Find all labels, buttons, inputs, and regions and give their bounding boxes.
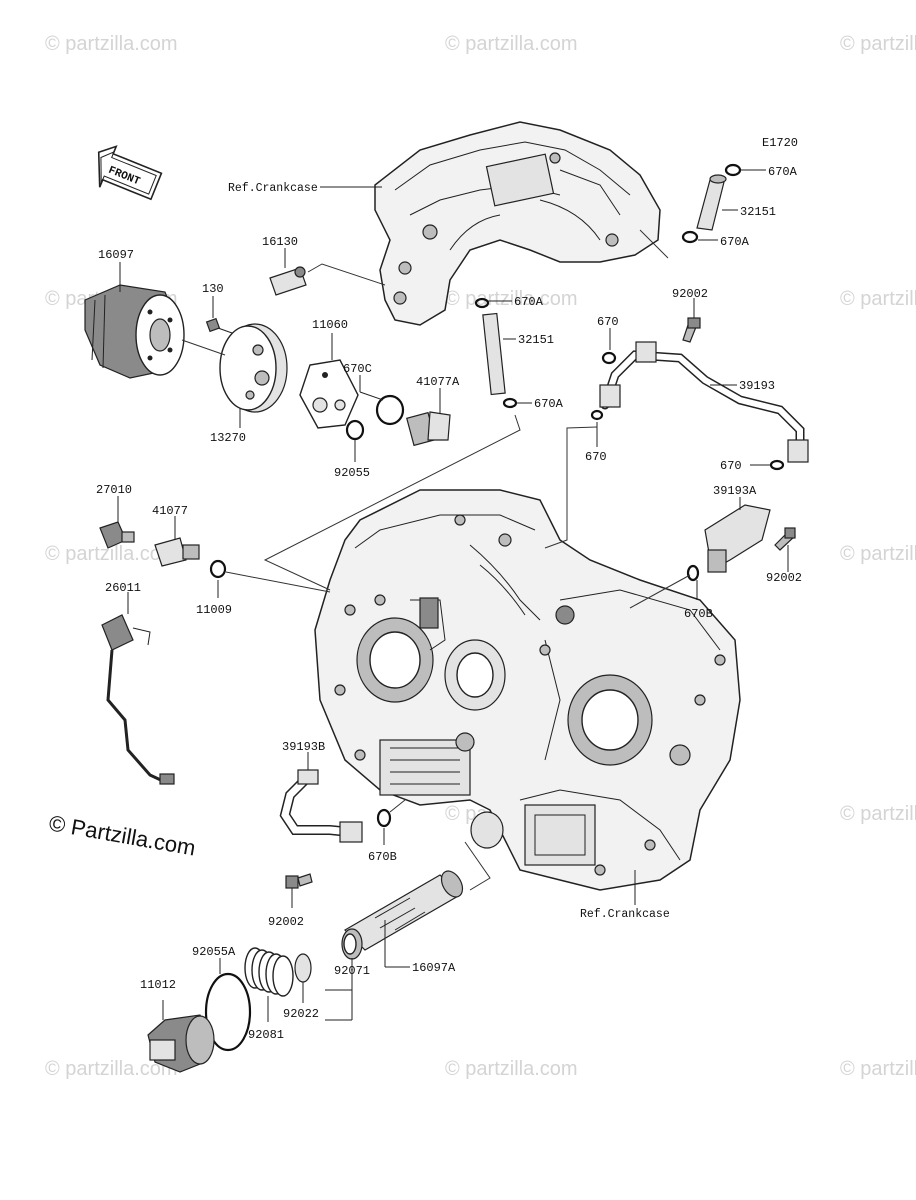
fitting-41077 bbox=[154, 537, 200, 567]
ref-crankcase-top: Ref.Crankcase bbox=[228, 182, 318, 195]
strainer-16097A bbox=[341, 870, 464, 960]
part-label: 16097A bbox=[412, 961, 456, 975]
partzilla-logo: © Partzilla.com bbox=[47, 810, 197, 860]
washer-92022 bbox=[294, 953, 312, 983]
ref-crankcase-bottom: Ref.Crankcase bbox=[580, 908, 670, 921]
plug-11012 bbox=[147, 1014, 215, 1073]
watermark: © partzilla.com bbox=[840, 543, 916, 565]
part-label: 670A bbox=[720, 235, 750, 249]
spring-92081 bbox=[244, 947, 294, 997]
part-label: 670 bbox=[585, 450, 607, 464]
oil-pipe-39193 bbox=[590, 341, 809, 471]
part-label: 670A bbox=[768, 165, 798, 179]
upper-crankcase-ref bbox=[374, 121, 661, 326]
part-label: 92022 bbox=[283, 1007, 319, 1021]
fitting-39193A bbox=[686, 504, 796, 582]
part-label: 92055A bbox=[192, 945, 236, 959]
watermark: © partzilla.com bbox=[45, 543, 178, 565]
oring-92055A bbox=[204, 972, 252, 1052]
oring-92055 bbox=[345, 419, 365, 441]
part-label: 13270 bbox=[210, 431, 246, 445]
part-label: 32151 bbox=[518, 333, 554, 347]
tube-32151-top bbox=[681, 163, 742, 244]
part-label: 670B bbox=[368, 850, 397, 864]
part-label: 16097 bbox=[98, 248, 134, 262]
part-label: 27010 bbox=[96, 483, 132, 497]
bolt-92002-bottom bbox=[285, 873, 313, 889]
part-label: 39193 bbox=[739, 379, 775, 393]
watermark: © partzilla.com bbox=[840, 803, 916, 825]
part-label: 39193B bbox=[282, 740, 325, 754]
oring-670C bbox=[375, 394, 405, 426]
part-label: 670 bbox=[597, 315, 619, 329]
part-label: 670 bbox=[720, 459, 742, 473]
tube-32151-middle bbox=[474, 297, 518, 409]
part-16130 bbox=[269, 266, 307, 296]
watermark: © partzilla.com bbox=[840, 33, 916, 55]
main-crankcase bbox=[314, 489, 741, 891]
watermark: © partzilla.com bbox=[445, 288, 578, 310]
part-label: 41077 bbox=[152, 504, 188, 518]
part-label: 92002 bbox=[766, 571, 802, 585]
watermark: © partzilla.com bbox=[445, 1058, 578, 1080]
oil-pipe-39193B bbox=[279, 769, 392, 843]
part-label: 92002 bbox=[672, 287, 708, 301]
bolt-92002-top bbox=[682, 317, 701, 343]
part-label: 32151 bbox=[740, 205, 776, 219]
front-arrow-icon: FRONT bbox=[97, 145, 163, 201]
watermark: © partzilla.com bbox=[45, 33, 178, 55]
part-label: 92071 bbox=[334, 964, 370, 978]
plate-13270 bbox=[219, 323, 288, 413]
part-label: 26011 bbox=[105, 581, 141, 595]
part-label: 130 bbox=[202, 282, 224, 296]
gasket-11060 bbox=[299, 359, 359, 429]
part-label: 92055 bbox=[334, 466, 370, 480]
sender-26011 bbox=[101, 614, 175, 785]
part-label: 41077A bbox=[416, 375, 460, 389]
part-label: 670A bbox=[534, 397, 564, 411]
part-label: 670A bbox=[514, 295, 544, 309]
watermark: © partzilla.com bbox=[445, 33, 578, 55]
switch-27010 bbox=[99, 521, 135, 549]
part-label: 11060 bbox=[312, 318, 348, 332]
part-41077A bbox=[406, 411, 451, 447]
part-label: 92002 bbox=[268, 915, 304, 929]
part-label: 11009 bbox=[196, 603, 232, 617]
watermark: © partzilla.com bbox=[840, 288, 916, 310]
part-label: 11012 bbox=[140, 978, 176, 992]
part-label: 670B bbox=[684, 607, 713, 621]
washer-11009 bbox=[209, 559, 227, 579]
part-label: 39193A bbox=[713, 484, 757, 498]
part-label: 16130 bbox=[262, 235, 298, 249]
diagram-code: E1720 bbox=[762, 136, 798, 150]
bolt-130 bbox=[205, 317, 233, 334]
watermark: © partzilla.com bbox=[840, 1058, 916, 1080]
watermark: © partzilla.com bbox=[45, 1058, 178, 1080]
part-label: 670C bbox=[343, 362, 372, 376]
oil-filter bbox=[84, 284, 185, 379]
part-label: 92081 bbox=[248, 1028, 284, 1042]
